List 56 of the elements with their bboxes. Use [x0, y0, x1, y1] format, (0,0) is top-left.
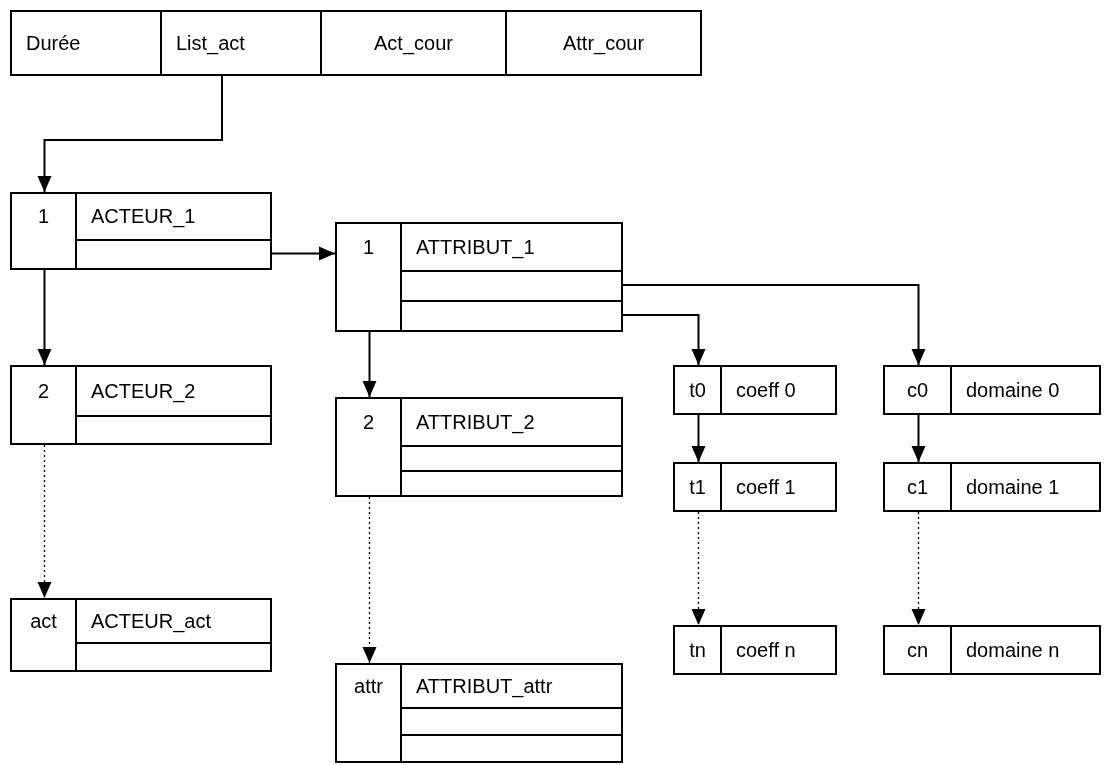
record-title: ACTEUR_2	[90, 378, 196, 405]
arrow	[691, 414, 706, 463]
record-box	[10, 365, 272, 445]
arrow	[362, 331, 377, 398]
arrow	[37, 75, 223, 193]
record-title: ACTEUR_1	[90, 204, 196, 230]
index-label: 1	[36, 204, 51, 229]
record-title: domaine 0	[965, 377, 1060, 403]
record-box	[883, 625, 1101, 675]
index-label: t0	[688, 377, 707, 403]
table-cell	[10, 10, 162, 76]
record-title: domaine n	[965, 637, 1060, 663]
record-box	[335, 397, 623, 497]
arrow	[911, 414, 926, 463]
field-label: Act_cour	[374, 31, 453, 55]
index-label: tn	[688, 637, 707, 663]
dotted-arrow	[362, 496, 377, 664]
record-title: ATTRIBUT_1	[415, 234, 535, 261]
index-label: t1	[688, 474, 707, 500]
record-box	[673, 462, 837, 512]
index-label: c1	[905, 474, 930, 500]
index-label: 2	[36, 378, 51, 404]
index-label: act	[29, 608, 58, 634]
dotted-arrow	[37, 444, 52, 599]
index-label: c0	[905, 377, 930, 403]
record-title: ACTEUR_act	[90, 608, 212, 635]
index-label: 2	[361, 409, 376, 435]
index-label: 1	[361, 234, 376, 260]
table-cell	[320, 10, 507, 76]
dotted-arrow	[691, 511, 706, 626]
arrow	[37, 269, 52, 366]
record-title: coeff 1	[735, 474, 796, 500]
index-label: cn	[905, 637, 930, 663]
record-box	[673, 625, 837, 675]
dotted-arrow	[911, 511, 926, 626]
arrow	[622, 284, 926, 366]
arrow	[271, 246, 336, 261]
record-box	[10, 192, 272, 270]
arrow	[622, 314, 706, 366]
record-title: coeff n	[735, 637, 796, 663]
record-box	[883, 462, 1101, 512]
record-title: coeff 0	[735, 377, 796, 403]
field-label: Attr_cour	[562, 31, 645, 55]
record-box	[10, 598, 272, 672]
record-box	[673, 365, 837, 415]
record-title: ATTRIBUT_attr	[415, 673, 553, 700]
table-cell	[505, 10, 702, 76]
record-title: domaine 1	[965, 474, 1060, 500]
record-box	[335, 663, 623, 763]
index-label: attr	[353, 673, 384, 699]
table-cell	[160, 10, 322, 76]
record-box	[335, 222, 623, 332]
record-box	[883, 365, 1101, 415]
field-label: Durée	[26, 31, 81, 55]
field-label: List_act	[176, 31, 245, 55]
record-title: ATTRIBUT_2	[415, 409, 535, 436]
